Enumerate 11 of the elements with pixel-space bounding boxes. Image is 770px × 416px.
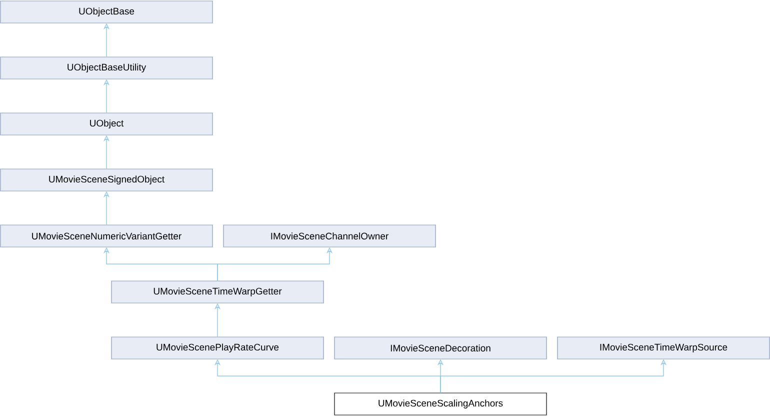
class-box: UMovieScenePlayRateCurve [111, 336, 324, 360]
class-box: UObject [0, 112, 213, 136]
class-box: IMovieSceneTimeWarpSource [557, 336, 770, 360]
class-box: IMovieSceneChannelOwner [223, 224, 436, 248]
class-box: UObjectBase [0, 0, 213, 24]
class-box: UObjectBaseUtility [0, 56, 213, 80]
class-box: UMovieSceneSignedObject [0, 168, 213, 192]
class-box: UMovieSceneTimeWarpGetter [111, 280, 324, 304]
class-box: IMovieSceneDecoration [334, 336, 547, 360]
class-box: UMovieSceneScalingAnchors [334, 392, 547, 416]
class-box: UMovieSceneNumericVariantGetter [0, 224, 213, 248]
